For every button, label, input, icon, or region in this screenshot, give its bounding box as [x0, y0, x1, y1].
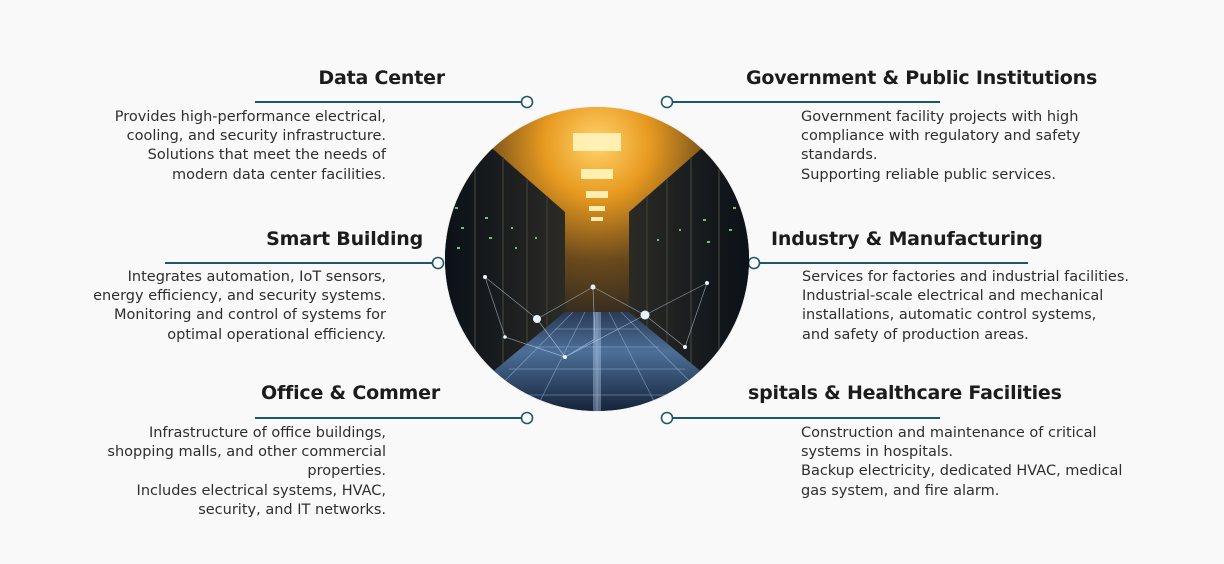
description-line: Government facility projects with high [801, 109, 1079, 125]
description-line: systems in hospitals. [801, 444, 954, 461]
industry-description: Services for factories and industrial fa… [802, 268, 1207, 345]
node-industry [747, 256, 761, 270]
node-government [660, 95, 674, 109]
office-description: Infrastructure of office buildings, shop… [40, 424, 386, 520]
government-title: Government & Public Institutions [746, 67, 1098, 89]
description-line: Construction and maintenance of critical [801, 425, 1097, 441]
hospitals-description: Construction and maintenance of critical… [801, 424, 1206, 501]
description-line: Includes electrical systems, HVAC, [136, 482, 386, 499]
hospitals-title: spitals & Healthcare Facilities [748, 382, 1062, 404]
node-hospitals [660, 411, 674, 425]
data-center-description: Provides high-performance electrical, co… [40, 108, 386, 185]
industry-title: Industry & Manufacturing [771, 228, 1043, 250]
office-title: Office & Commer [261, 382, 440, 404]
description-line: and safety of production areas. [802, 326, 1029, 343]
description-line: Industrial-scale electrical and mechanic… [802, 288, 1104, 305]
description-line: shopping malls, and other commercial [107, 444, 386, 461]
description-line: energy efficiency, and security systems. [93, 288, 386, 305]
description-line: security, and IT networks. [198, 501, 386, 518]
description-line: Monitoring and control of systems for [113, 307, 386, 324]
description-line: gas system, and fire alarm. [801, 482, 1000, 499]
government-description: Government facility projects with high c… [801, 108, 1181, 185]
description-line: Supporting reliable public services. [801, 166, 1056, 183]
description-line: Backup electricity, dedicated HVAC, medi… [801, 463, 1123, 480]
server-room-image [445, 107, 749, 411]
description-line: cooling, and security infrastructure. [126, 128, 386, 145]
smart-building-description: Integrates automation, IoT sensors, ener… [20, 268, 386, 345]
description-line: Services for factories and industrial fa… [802, 269, 1129, 285]
description-line: optimal operational efficiency. [167, 326, 386, 343]
description-line: installations, automatic control systems… [802, 307, 1097, 324]
description-line: Provides high-performance electrical, [114, 109, 386, 125]
description-line: Solutions that meet the needs of [147, 147, 386, 164]
node-office [520, 411, 534, 425]
description-line: properties. [307, 463, 386, 480]
description-line: modern data center facilities. [171, 166, 386, 183]
data-center-title: Data Center [318, 67, 445, 89]
description-line: Infrastructure of office buildings, [148, 425, 386, 441]
description-line: Integrates automation, IoT sensors, [127, 269, 386, 285]
node-smart-building [431, 256, 445, 270]
description-line: standards. [801, 147, 878, 164]
smart-building-title: Smart Building [266, 228, 423, 250]
description-line: compliance with regulatory and safety [801, 128, 1081, 145]
node-data-center [520, 95, 534, 109]
